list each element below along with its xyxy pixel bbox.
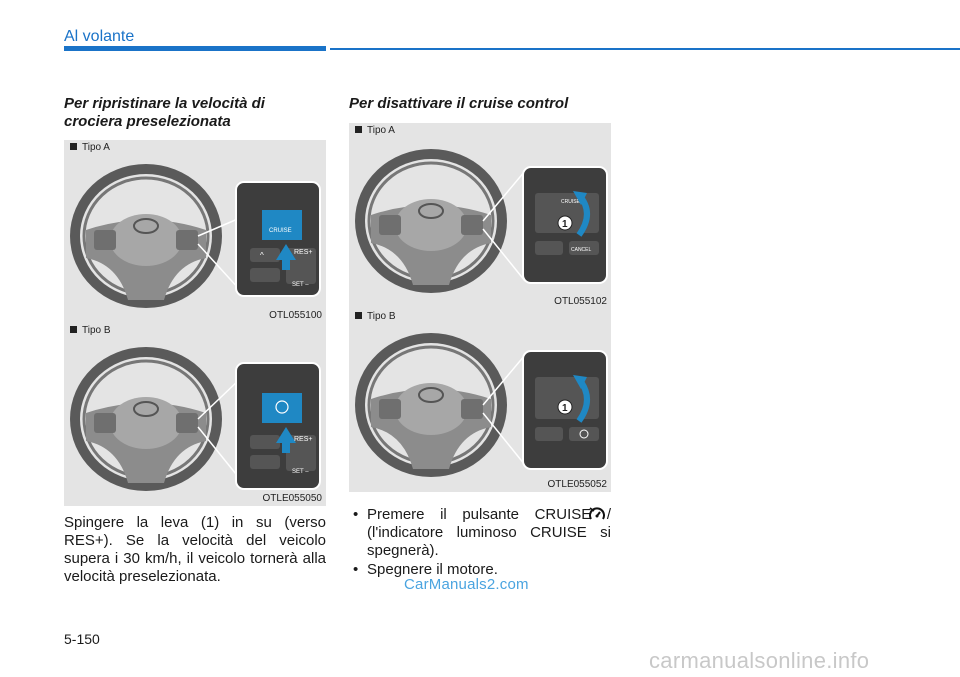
header-rule	[330, 48, 960, 50]
page-number: 5-150	[64, 631, 100, 647]
svg-text:RES+: RES+	[294, 249, 312, 256]
figure-disable-tipo-b: 1 Tipo B OTLE055052	[349, 309, 611, 492]
figure-code: OTL055102	[554, 296, 607, 307]
watermark[interactable]: CarManuals2.com	[404, 576, 529, 593]
svg-text:1: 1	[562, 403, 568, 414]
svg-text:^: ^	[260, 251, 264, 260]
restore-speed-paragraph: Spingere la leva (1) in su (verso RES+).…	[64, 514, 326, 585]
steering-wheel-illustration: CANCEL CRUISE 1	[355, 149, 608, 293]
figure-label: Tipo B	[70, 325, 111, 336]
steering-wheel-illustration: CRUISE RES+ SET – ^	[70, 164, 321, 308]
bullet-engine-off: • Spegnere il motore.	[349, 561, 611, 581]
svg-text:CRUISE: CRUISE	[561, 199, 581, 205]
steering-wheel-illustration: 1	[355, 333, 608, 477]
figure-label: Tipo A	[355, 125, 395, 136]
bullet-text: Premere il pulsante CRUISE / (l'indicato…	[367, 506, 611, 559]
header-bar	[64, 46, 326, 51]
section-title-restore-speed: Per ripristinare la velocità di crociera…	[64, 95, 265, 130]
figure-code: OTLE055052	[547, 479, 608, 490]
svg-text:SET –: SET –	[292, 469, 309, 475]
figure-restore-tipo-b: RES+ SET – Tipo B OTLE055050	[64, 323, 326, 506]
figure-restore-tipo-a: CRUISE RES+ SET – ^ Tipo A OTL055100	[64, 140, 326, 323]
cruise-indicator-icon	[589, 507, 605, 520]
svg-text:1: 1	[562, 219, 568, 230]
bullet-press-cruise: • Premere il pulsante CRUISE / (l'indica…	[353, 506, 611, 559]
bullet-text: Spegnere il motore.	[367, 561, 498, 578]
svg-text:CRUISE: CRUISE	[269, 228, 292, 234]
steering-wheel-illustration: RES+ SET –	[70, 347, 321, 491]
footer-watermark: carmanualsonline.info	[649, 648, 870, 673]
svg-text:CANCEL: CANCEL	[571, 247, 592, 253]
figure-disable-tipo-a: CANCEL CRUISE 1 Tipo A OTL055102	[349, 123, 611, 309]
figure-code: OTL055100	[269, 310, 322, 321]
svg-text:RES+: RES+	[294, 436, 312, 443]
section-header-title: Al volante	[64, 28, 135, 45]
svg-text:SET –: SET –	[292, 282, 309, 288]
figure-code: OTLE055050	[262, 493, 323, 504]
section-title-disable-cruise: Per disattivare il cruise control	[349, 95, 569, 112]
figure-label: Tipo A	[70, 142, 110, 153]
figure-label: Tipo B	[355, 311, 396, 322]
